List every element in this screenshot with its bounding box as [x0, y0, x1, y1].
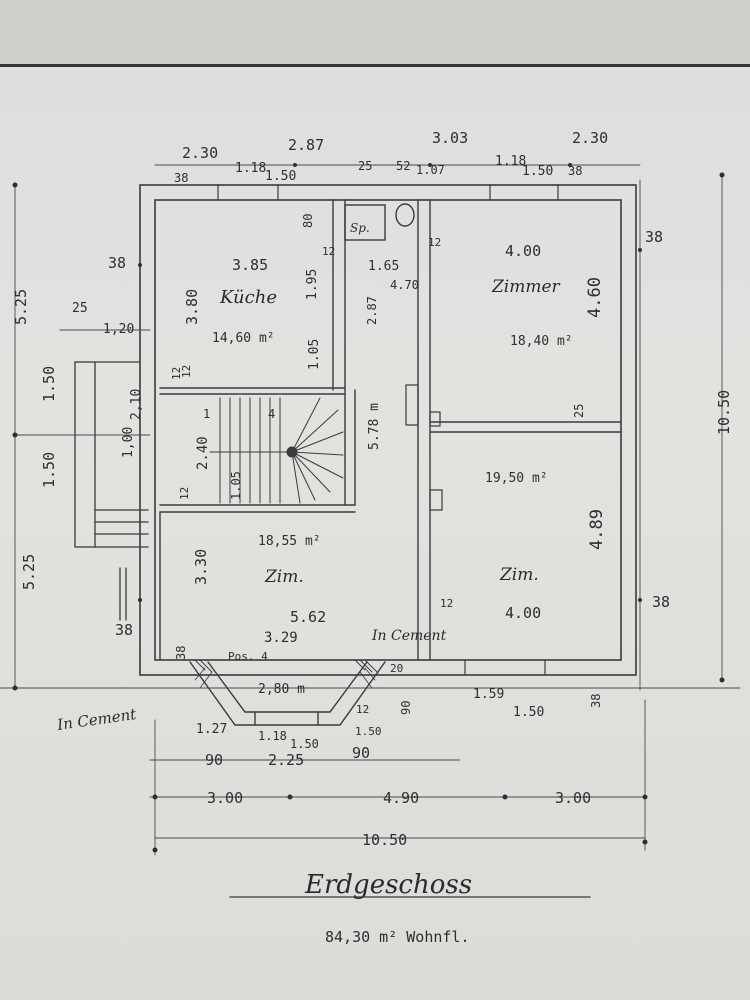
- dim-bay-12: 12: [356, 703, 369, 716]
- dim-right-38b: 38: [652, 593, 670, 611]
- dimension-dots: [12, 163, 725, 853]
- note-pos: Pos. 4: [228, 650, 268, 663]
- dim-bay-20: 20: [390, 662, 403, 675]
- dim-left-2-10: 2,10: [129, 389, 144, 420]
- dim-top-25: 25: [358, 159, 372, 173]
- dim-top-52: 52: [396, 159, 410, 173]
- plan-subtitle: 84,30 m² Wohnfl.: [325, 928, 470, 946]
- dim-kitchen-1-05: 1.05: [307, 339, 322, 370]
- dim-bay-1-18: 1.18: [258, 729, 287, 743]
- dim-stairs-12a: 12: [180, 365, 193, 378]
- dim-zimmer-25: 25: [572, 404, 586, 418]
- dim-kitchen-12b: 12: [170, 367, 183, 380]
- room-mid-area: 19,50 m²: [485, 471, 548, 486]
- dim-left-38b: 38: [115, 621, 133, 639]
- dim-top-38-right: 38: [568, 164, 582, 178]
- dim-room-sw-3-30: 3.30: [192, 549, 210, 585]
- room-kitchen-name: Küche: [219, 287, 277, 308]
- dim-stairs-4: 4: [268, 407, 275, 421]
- dim-zimmer-4-00: 4.00: [505, 242, 541, 260]
- dim-bottom-10-50: 10.50: [362, 831, 407, 849]
- dim-top-1-18b: 1.18: [495, 154, 526, 169]
- dim-kitchen-3-85: 3.85: [232, 256, 268, 274]
- dim-corridor-2-87: 2.87: [365, 296, 379, 325]
- dim-left-1-00: 1,00: [121, 427, 136, 458]
- dim-left-1-50a: 1.50: [40, 366, 58, 402]
- dim-bottom-3-00a: 3.00: [207, 789, 243, 807]
- dim-stairs-1: 1: [203, 407, 210, 421]
- dim-bottom-4-90: 4.90: [383, 789, 419, 807]
- dim-top-3-03: 3.03: [432, 129, 468, 147]
- dim-room-se-4-00: 4.00: [505, 604, 541, 622]
- dim-room-se-12: 12: [440, 597, 453, 610]
- dim-stairs-1-05: 1.05: [229, 471, 243, 500]
- note-bay-width: 2,80 m: [258, 682, 305, 697]
- dim-room-sw-38: 38: [174, 646, 188, 660]
- dim-bottom-90a: 90: [205, 751, 223, 769]
- dim-right-10-50: 10.50: [715, 390, 733, 435]
- windows: [217, 184, 559, 676]
- dim-left-5-25b: 5.25: [20, 554, 38, 590]
- dim-bay-1-50b: 1.50: [290, 737, 319, 751]
- note-cement-left: In Cement: [55, 705, 138, 734]
- dim-left-1-50b: 1.50: [40, 452, 58, 488]
- dim-top-1-50: 1.50: [265, 169, 296, 184]
- dim-bottom-2-25: 2.25: [268, 751, 304, 769]
- dim-stairs-12b: 12: [178, 487, 191, 500]
- paper-edge: [0, 0, 750, 67]
- dim-left-38a: 38: [108, 254, 126, 272]
- plan-title: Erdgeschoss: [304, 870, 472, 900]
- dim-corridor-4-70: 4.70: [390, 278, 419, 292]
- dim-stairs-2-40: 2.40: [195, 436, 211, 470]
- dim-corridor-1-65: 1.65: [368, 259, 399, 274]
- bay-window: [189, 661, 386, 726]
- dim-right-4-89: 4.89: [587, 509, 607, 550]
- dim-room-sw-5-62: 5.62: [290, 608, 326, 626]
- room-zimmer-name: Zimmer: [491, 277, 561, 297]
- dim-left-5-25a: 5.25: [12, 289, 30, 325]
- stair-newel: [286, 446, 298, 458]
- dim-right-4-60: 4.60: [585, 277, 605, 318]
- room-se-name: Zim.: [499, 565, 539, 585]
- dim-bay-1-50: 1.50: [355, 725, 382, 738]
- staircase: [209, 397, 344, 504]
- dim-bay-90-right: 90: [399, 701, 413, 715]
- hatched-wall: [194, 659, 379, 674]
- dim-bottom-3-00b: 3.00: [555, 789, 591, 807]
- dim-top-2-30b: 2.30: [572, 129, 608, 147]
- dim-corridor-12: 12: [428, 236, 441, 249]
- dim-top-1-50b: 1.50: [522, 164, 553, 179]
- dim-top-1-07: 1.07: [416, 163, 445, 177]
- left-terrace: [74, 361, 149, 621]
- room-sw-area: 18,55 m²: [258, 534, 321, 549]
- dim-kitchen-1-95: 1.95: [305, 269, 320, 300]
- dim-bottom-38: 38: [589, 694, 603, 708]
- dim-bay-1-27: 1.27: [196, 722, 227, 737]
- dim-kitchen-3-80: 3.80: [183, 289, 201, 325]
- dim-top-38-left: 38: [174, 171, 188, 185]
- dim-bottom-1-59: 1.59: [473, 687, 504, 702]
- dim-kitchen-80: 80: [301, 214, 315, 228]
- room-zimmer-area: 18,40 m²: [510, 334, 573, 349]
- dim-top-2-30a: 2.30: [182, 144, 218, 162]
- dim-bottom-90b: 90: [352, 744, 370, 762]
- dim-kitchen-12a: 12: [322, 245, 335, 258]
- dimension-lines: [0, 164, 741, 856]
- note-cement-top: In Cement: [371, 628, 447, 644]
- interior-walls: [159, 199, 622, 661]
- dim-right-38a: 38: [645, 228, 663, 246]
- dim-bottom-1-50: 1.50: [513, 705, 544, 720]
- dim-top-1-18: 1.18: [235, 161, 266, 176]
- room-sw-name: Zim.: [264, 567, 304, 587]
- dim-top-2-87: 2.87: [288, 136, 324, 154]
- dim-left-25: 25: [72, 301, 88, 316]
- dim-left-1-20: 1,20: [103, 322, 134, 337]
- dim-corridor-5-78: 5.78 m: [367, 403, 382, 450]
- room-wc-label: Sp.: [350, 221, 370, 235]
- dim-room-sw-3-29: 3.29: [264, 630, 298, 646]
- outer-walls: [139, 184, 637, 676]
- room-kitchen-area: 14,60 m²: [212, 331, 275, 346]
